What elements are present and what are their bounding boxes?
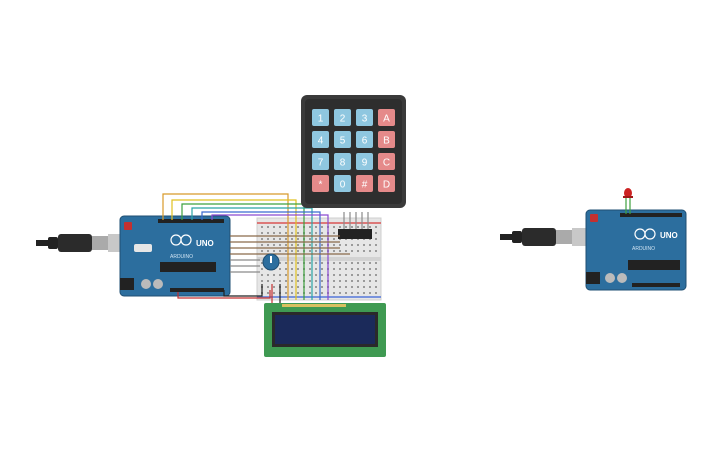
ic-chip: [338, 229, 372, 239]
keypad-key-label: 2: [340, 114, 346, 125]
keypad-key-label: #: [362, 180, 368, 191]
keypad-key-label: 4: [318, 136, 324, 147]
keypad-key-label: 1: [318, 114, 324, 125]
board-sublabel: ARDUINO: [632, 246, 655, 252]
microcontroller-chip: [160, 262, 216, 272]
wires[interactable]: [162, 193, 369, 305]
keypad-key[interactable]: 3: [356, 109, 373, 126]
usb-cable-left[interactable]: [36, 234, 134, 252]
led-red[interactable]: [623, 188, 633, 214]
keypad-key-label: *: [319, 180, 323, 191]
potentiometer[interactable]: [262, 253, 280, 271]
wire-orange: [162, 193, 289, 300]
keypad-key-label: 5: [340, 136, 346, 147]
keypad-key-label: C: [383, 158, 390, 169]
keypad-key[interactable]: 2: [334, 109, 351, 126]
keypad-key[interactable]: *: [312, 175, 329, 192]
keypad-key[interactable]: 4: [312, 131, 329, 148]
wire-yellow: [171, 199, 297, 300]
keypad-key-label: 9: [362, 158, 368, 169]
keypad-key-label: A: [383, 114, 390, 125]
keypad-key[interactable]: 6: [356, 131, 373, 148]
wire-blue: [201, 211, 321, 300]
wire-green: [181, 203, 305, 300]
keypad-key-label: 7: [318, 158, 324, 169]
keypad-key-label: 3: [362, 114, 368, 125]
microcontroller-chip: [628, 260, 680, 270]
board-label: UNO: [196, 239, 214, 248]
keypad-key[interactable]: A: [378, 109, 395, 126]
keypad-key[interactable]: #: [356, 175, 373, 192]
board-label: UNO: [660, 231, 678, 240]
keypad-key[interactable]: 0: [334, 175, 351, 192]
keypad-key-label: B: [383, 136, 390, 147]
keypad-key[interactable]: B: [378, 131, 395, 148]
reset-button[interactable]: [590, 214, 598, 222]
keypad-key[interactable]: 5: [334, 131, 351, 148]
lcd-16x2[interactable]: [264, 303, 386, 357]
keypad-keys[interactable]: 1 2 3 A 4 5 6 B 7 8 9 C * 0 # D: [312, 109, 395, 192]
keypad-key-label: D: [383, 180, 390, 191]
keypad-key-label: 0: [340, 180, 346, 191]
arduino-uno-left[interactable]: UNO ARDUINO: [119, 215, 231, 297]
keypad-key[interactable]: 7: [312, 153, 329, 170]
keypad-key[interactable]: 1: [312, 109, 329, 126]
arduino-uno-right[interactable]: UNO ARDUINO: [585, 209, 687, 291]
keypad-key[interactable]: D: [378, 175, 395, 192]
lcd-screen: [275, 315, 375, 344]
reset-button[interactable]: [124, 222, 132, 230]
keypad-key-label: 6: [362, 136, 368, 147]
keypad-key[interactable]: 9: [356, 153, 373, 170]
wire-purple: [211, 214, 329, 300]
lcd-pins: [282, 304, 346, 307]
keypad-key[interactable]: 8: [334, 153, 351, 170]
keypad-key[interactable]: C: [378, 153, 395, 170]
keypad-key-label: 8: [340, 158, 346, 169]
board-sublabel: ARDUINO: [170, 254, 193, 260]
